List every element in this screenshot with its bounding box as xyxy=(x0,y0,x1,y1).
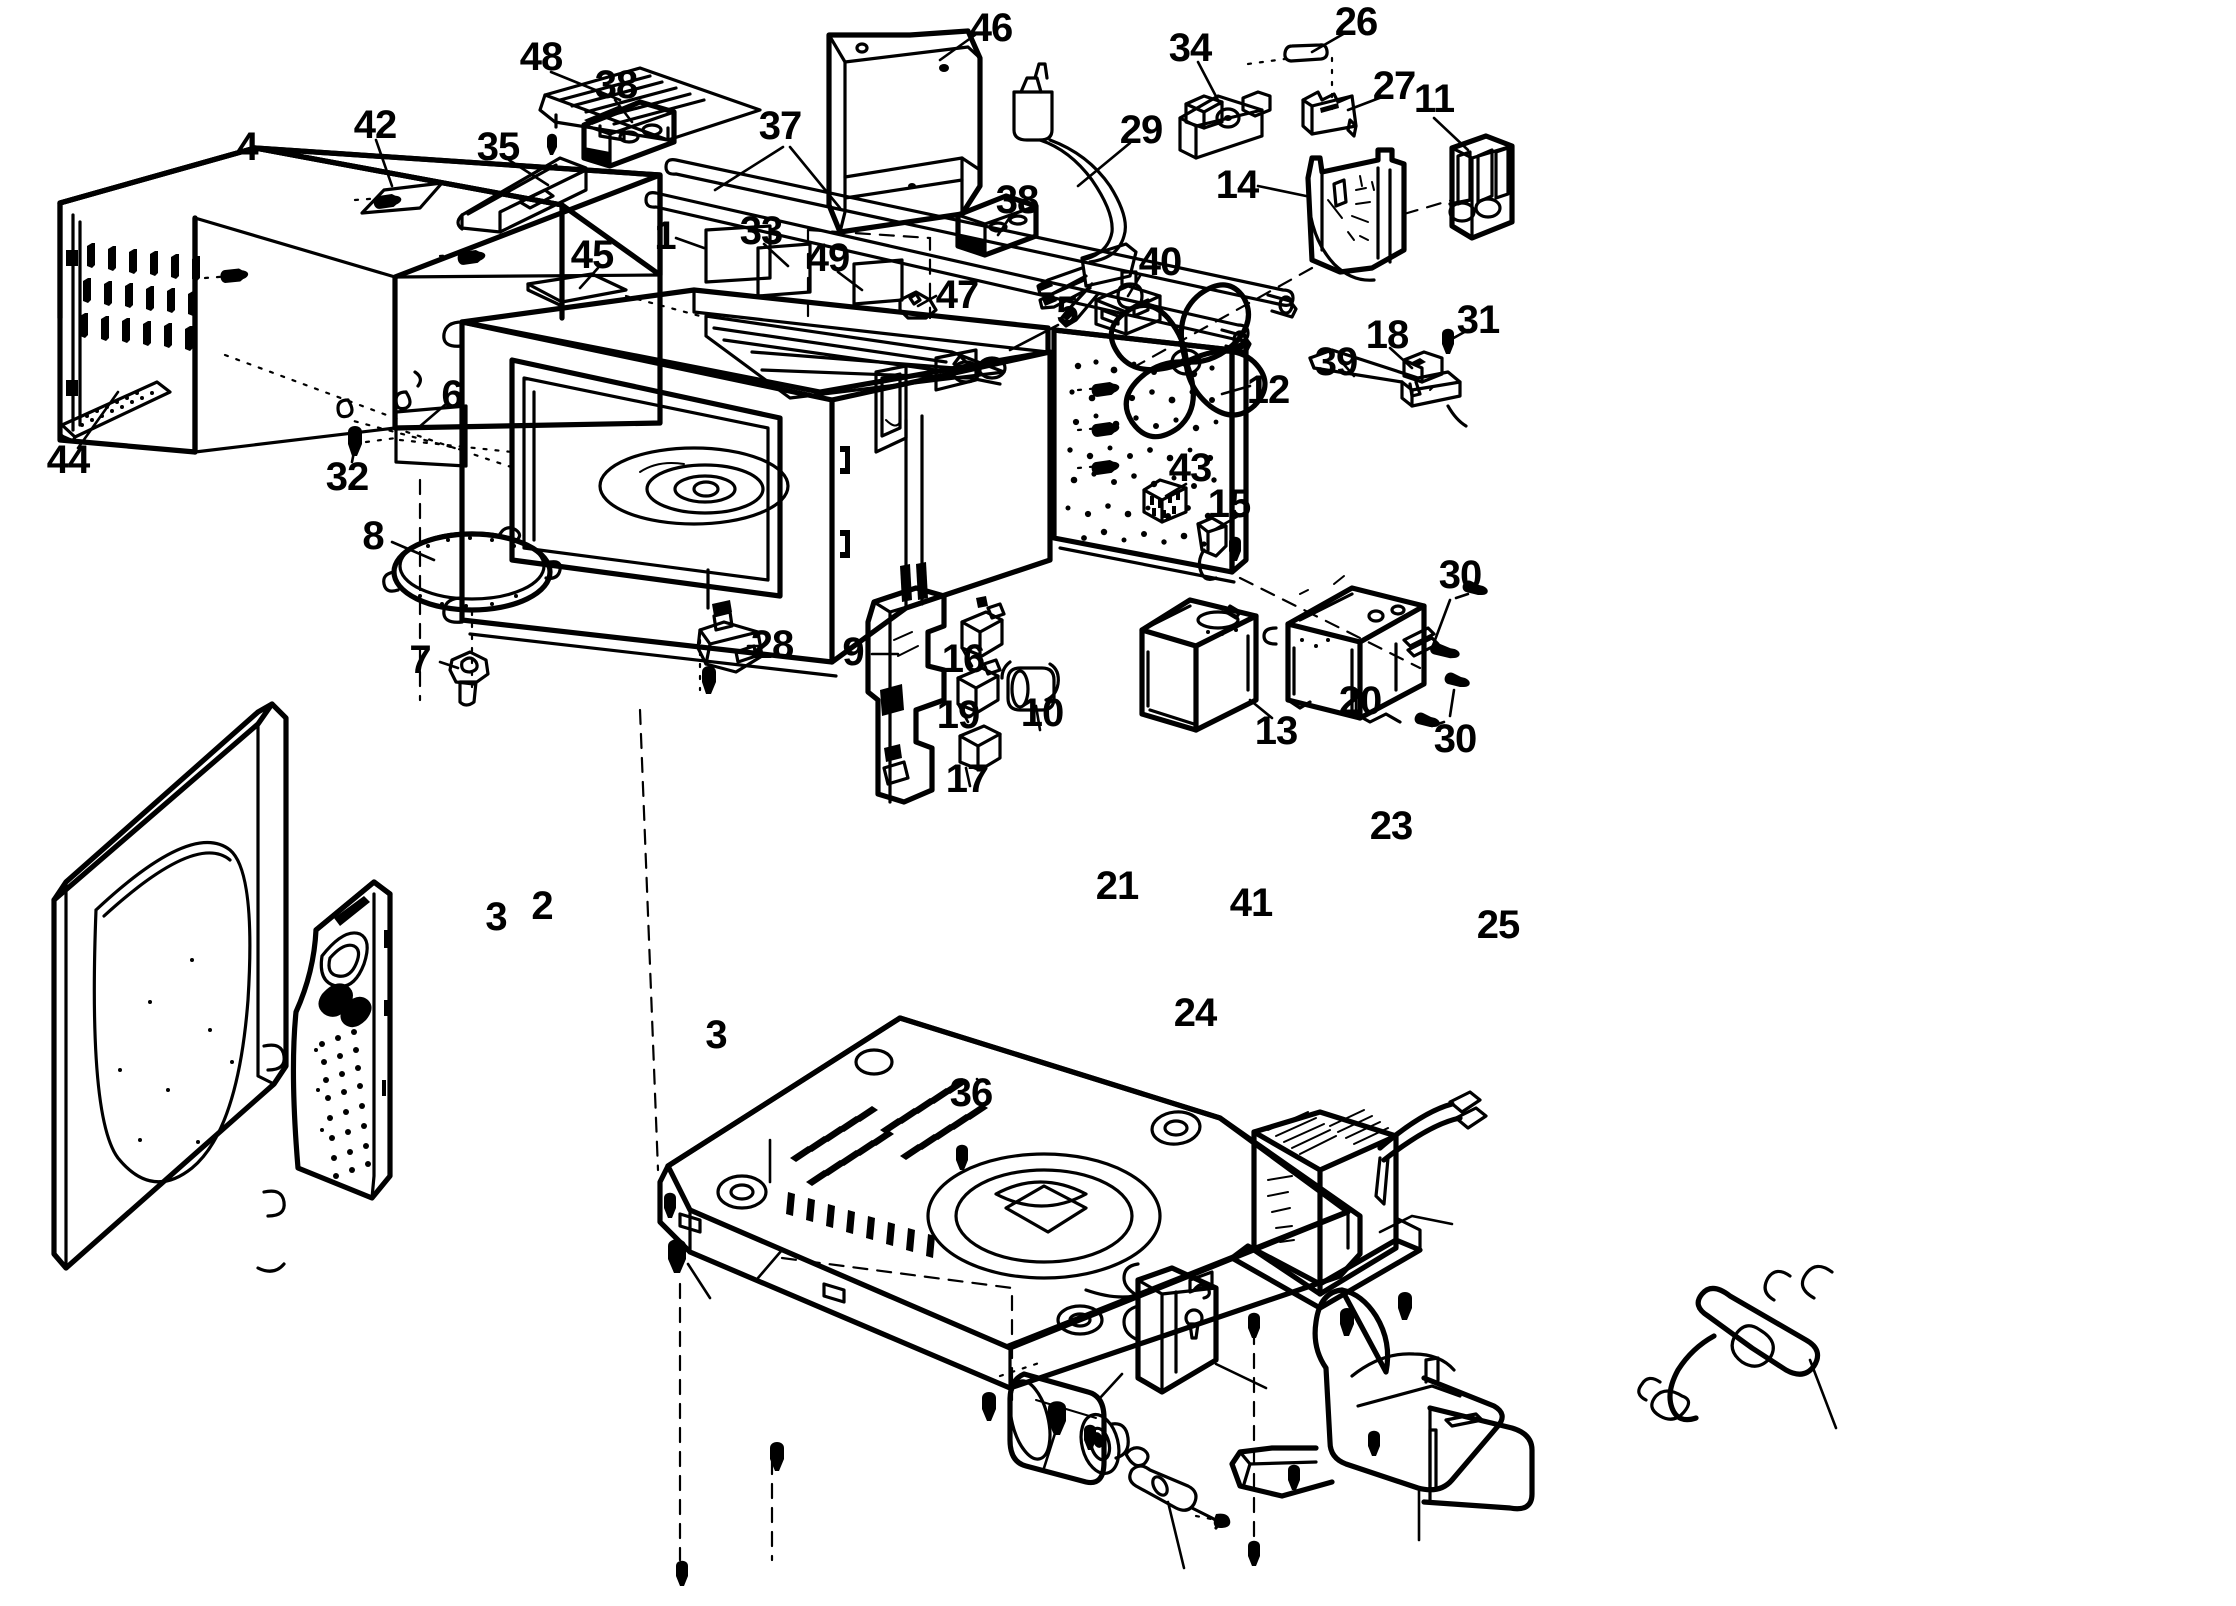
callout-8: 8 xyxy=(362,514,384,558)
turntable-motor xyxy=(696,568,764,694)
lamp-holder-assembly xyxy=(1178,56,1294,160)
callout-2: 2 xyxy=(531,884,553,928)
cord-clamp xyxy=(898,290,938,320)
high-voltage-diode xyxy=(1124,1446,1231,1570)
control-panel xyxy=(290,879,393,1201)
power-supply-cord xyxy=(1012,62,1138,328)
callout-41: 41 xyxy=(1229,881,1273,925)
callout-9: 9 xyxy=(842,630,864,674)
callout-42: 42 xyxy=(353,103,397,147)
callout-3a: 3 xyxy=(485,895,507,939)
control-board-assembly xyxy=(1432,116,1515,241)
wire-connector xyxy=(1142,478,1188,524)
callout-38b: 38 xyxy=(995,178,1039,222)
callout-38a: 38 xyxy=(594,63,638,107)
callout-40: 40 xyxy=(1138,240,1182,284)
micro-switch-19 xyxy=(956,658,1002,724)
upper-rail-trim xyxy=(456,133,588,234)
callout-47: 47 xyxy=(935,273,979,317)
noise-filter-capacitor xyxy=(1000,660,1060,732)
callout-20: 20 xyxy=(1338,679,1382,723)
callout-23: 23 xyxy=(1369,804,1413,848)
base-screws xyxy=(664,1144,1380,1586)
hinge-bracket-upper xyxy=(581,98,677,169)
callout-30b: 30 xyxy=(1433,717,1477,761)
callout-29: 29 xyxy=(1119,108,1163,152)
callout-45: 45 xyxy=(570,233,614,277)
cover-screw xyxy=(348,426,398,464)
turntable-coupler xyxy=(438,650,490,707)
magnetron xyxy=(1139,597,1274,733)
door-hook-lever xyxy=(1196,514,1241,581)
callout-44: 44 xyxy=(46,438,90,482)
callout-16: 16 xyxy=(941,637,985,681)
door-latch-switch-bracket xyxy=(865,562,947,805)
callout-26: 26 xyxy=(1334,0,1378,44)
turntable-roller-ring xyxy=(382,526,562,692)
callout-6: 6 xyxy=(441,373,463,417)
callout-14: 14 xyxy=(1215,163,1259,207)
callout-10: 10 xyxy=(1020,691,1064,735)
control-panel-frame xyxy=(1134,147,1454,368)
callout-4: 4 xyxy=(236,125,258,169)
callout-49: 49 xyxy=(806,236,850,280)
callout-35: 35 xyxy=(476,125,520,169)
cooling-fan-blade xyxy=(1108,282,1268,440)
callout-43: 43 xyxy=(1168,446,1212,490)
oven-door xyxy=(51,701,289,1273)
capacitor-bracket xyxy=(1122,1262,1268,1395)
callout-28: 28 xyxy=(750,623,794,667)
callout-11: 11 xyxy=(1413,77,1455,121)
callout-36: 36 xyxy=(949,1071,993,1115)
name-badge xyxy=(360,138,444,215)
callout-5: 5 xyxy=(1056,289,1078,333)
callout-18: 18 xyxy=(1365,313,1409,357)
callout-34: 34 xyxy=(1168,26,1212,70)
high-voltage-capacitor xyxy=(998,1360,1130,1486)
callout-12: 12 xyxy=(1246,368,1290,412)
callout-25: 25 xyxy=(1476,903,1520,947)
micro-switch-17 xyxy=(958,724,1002,788)
callout-37: 37 xyxy=(758,104,802,148)
callout-3b: 3 xyxy=(705,1013,727,1057)
callout-1: 1 xyxy=(654,214,676,258)
top-cover-plate xyxy=(526,266,702,318)
oven-cavity xyxy=(348,287,1053,692)
oven-cavity-label-plate xyxy=(674,224,772,284)
callout-27: 27 xyxy=(1372,64,1416,108)
callout-21: 21 xyxy=(1095,864,1139,908)
high-voltage-transformer xyxy=(1262,575,1488,728)
micro-switch-16 xyxy=(960,596,1006,668)
callout-24: 24 xyxy=(1173,991,1217,1035)
lamp-bulb xyxy=(1283,31,1347,112)
rating-label xyxy=(756,242,812,298)
callout-48: 48 xyxy=(519,35,563,79)
thermal-cut-out-lead xyxy=(1637,1264,1838,1430)
callout-13: 13 xyxy=(1254,709,1298,753)
bracket-screw xyxy=(1442,328,1470,354)
callout-19: 19 xyxy=(936,693,980,737)
callout-39: 39 xyxy=(1314,340,1358,384)
callout-31: 31 xyxy=(1456,298,1500,342)
callout-15: 15 xyxy=(1207,482,1251,526)
waveguide-air-duct xyxy=(975,1077,1535,1542)
callout-7: 7 xyxy=(409,638,431,682)
front-trim-strip xyxy=(57,380,172,450)
callout-46: 46 xyxy=(969,6,1013,50)
rear-panel xyxy=(826,28,983,235)
callout-17: 17 xyxy=(945,757,989,801)
lamp-socket-bracket xyxy=(1301,90,1384,138)
side-cover-plate xyxy=(394,402,514,468)
callout-30a: 30 xyxy=(1438,553,1482,597)
fan-duct-bracket xyxy=(1308,348,1468,428)
callout-32: 32 xyxy=(325,455,369,499)
callout-33: 33 xyxy=(739,209,783,253)
oven-base-plate xyxy=(657,1015,1363,1391)
